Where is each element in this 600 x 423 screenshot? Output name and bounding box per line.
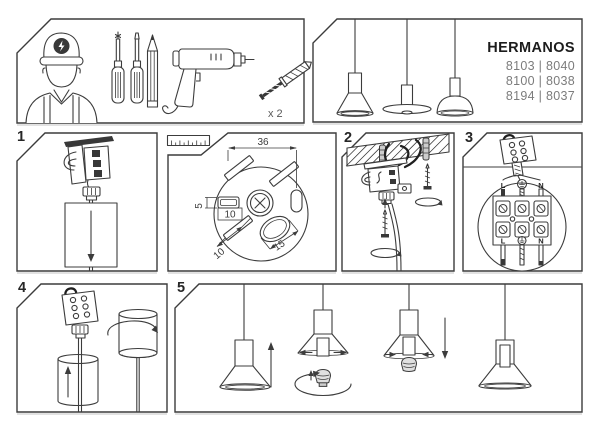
bulb-rotate-arrow <box>294 373 352 397</box>
lamp-stage-complete <box>478 283 532 390</box>
canopy-cylinder-icon <box>57 353 99 407</box>
mains-wire <box>403 138 422 169</box>
pencil-icon <box>146 34 159 108</box>
wall-anchor-icon <box>258 61 312 101</box>
step-3-number: 3 <box>465 130 474 146</box>
panel-step-3: L N L N <box>462 132 583 272</box>
panel-dimensions: 36 5 10 10 15 <box>166 132 337 272</box>
dimension-10-box: 10 <box>217 207 243 221</box>
step-2-number: 2 <box>344 130 353 146</box>
cable-hole <box>259 215 291 243</box>
pendant-lamp-cone-icon <box>336 18 374 117</box>
canopy-rotate-icon <box>107 308 158 413</box>
pendant-cable <box>387 203 402 272</box>
gu10-bulb-icon <box>400 356 418 372</box>
svg-text:N: N <box>538 181 543 190</box>
panel-step-4 <box>16 283 168 413</box>
ceiling-bracket-icon <box>63 136 114 201</box>
ceiling-bracket-icon <box>361 157 412 205</box>
dimension-36: 36 <box>227 137 297 188</box>
ceiling-bracket-icon <box>499 134 541 181</box>
phillips-screwdriver-icon <box>111 31 125 104</box>
panel-step-2 <box>341 132 455 272</box>
svg-text:5: 5 <box>194 203 205 209</box>
anchor-quantity-label: x 2 <box>268 108 283 120</box>
step-4-number: 4 <box>18 280 27 296</box>
step-5-number: 5 <box>177 280 186 296</box>
brand-block: HERMANOS 8103 | 8040 8100 | 8038 8194 | … <box>487 40 575 104</box>
step-1-number: 1 <box>17 129 26 145</box>
dimension-5: 5 <box>194 197 217 209</box>
drill-icon <box>162 48 255 115</box>
slide-down-arrow-icon <box>87 210 95 262</box>
model-numbers-2: 8100 | 8038 <box>505 74 575 88</box>
lamp-stage-slide-up <box>219 283 275 391</box>
svg-text:10: 10 <box>224 210 236 221</box>
terminal-block-diagram: L N L N <box>492 178 552 266</box>
ceiling-bracket-icon <box>61 287 99 339</box>
panel-product <box>312 18 583 123</box>
svg-text:L: L <box>501 181 506 190</box>
model-numbers-3: 8194 | 8037 <box>505 89 575 103</box>
lamp-stage-slide-down <box>383 283 449 372</box>
model-numbers-1: 8103 | 8040 <box>505 59 575 73</box>
panel-step-5 <box>174 283 583 413</box>
ruler-icon <box>166 134 211 147</box>
pendant-lamp-disc-icon <box>382 18 432 115</box>
electrician-icon <box>25 32 98 124</box>
side-slot <box>290 189 303 213</box>
screw-icon <box>414 163 443 207</box>
lamp-stage-insert-bulb <box>294 283 352 397</box>
brand-name: HERMANOS <box>487 40 575 56</box>
panel-step-1 <box>16 132 158 272</box>
pendant-lamp-dome-icon <box>436 18 474 117</box>
svg-text:L: L <box>501 237 506 246</box>
screw-icon <box>370 198 402 259</box>
pendant-cable <box>77 337 83 413</box>
flat-screwdriver-icon <box>130 32 144 104</box>
panel-requirements: x 2 <box>16 18 312 124</box>
svg-text:N: N <box>538 237 543 246</box>
svg-text:36: 36 <box>257 137 269 148</box>
